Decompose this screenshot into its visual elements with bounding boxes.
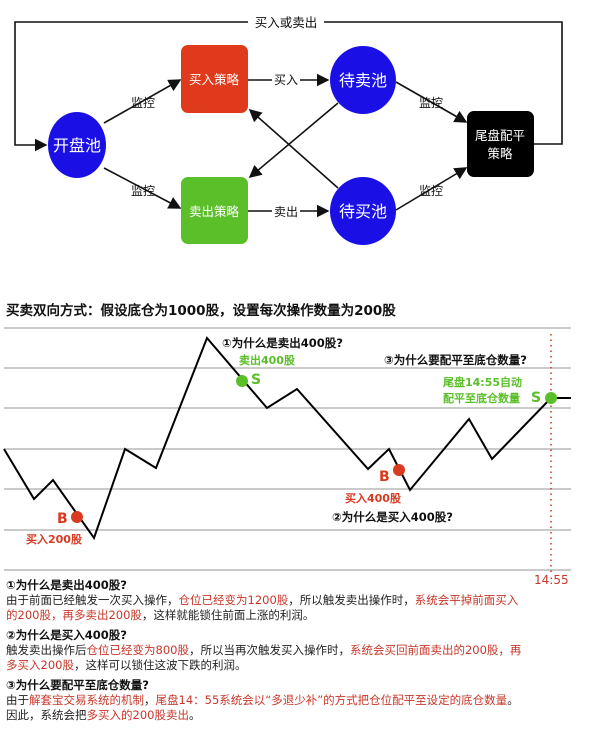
note-question: ③为什么要配平至底仓数量? (6, 678, 149, 692)
buy-strategy-node (181, 45, 248, 113)
buy-point (393, 464, 405, 476)
note-question: ①为什么是卖出400股? (6, 578, 127, 592)
note-text: 。 (188, 708, 201, 722)
note-text: 由于前面已经触发一次买入操作， (6, 593, 179, 607)
sell-strategy-label: 卖出策略 (189, 204, 240, 219)
to-sell-pool-node (330, 46, 396, 114)
arrow-buypool-to-buystrategy (248, 108, 339, 189)
highlight-text: 系统会买回前面卖出的200股，再多买入200股 (6, 643, 522, 672)
note-text: 。因此，系统会把 (6, 693, 519, 722)
sell-point (236, 375, 248, 387)
arrow-buypool-to-close (395, 167, 468, 211)
buy-point (71, 511, 83, 523)
sell-edge-label: 卖出 (274, 205, 298, 219)
s-marker: S (531, 390, 541, 406)
loop-label: 买入或卖出 (255, 15, 318, 30)
buy-edge-label: 买入 (274, 73, 298, 87)
open-pool-label: 开盘池 (53, 136, 101, 155)
b-marker: B (379, 469, 390, 485)
sell-point (545, 392, 557, 404)
note-text: 由于 (6, 693, 29, 707)
price-line (3, 336, 571, 541)
to-buy-pool-node (330, 177, 396, 245)
highlight-text: 多买入的200股卖出 (86, 708, 189, 722)
sell-strategy-node (181, 177, 248, 244)
monitor-label: 监控 (419, 96, 443, 110)
close-strategy-node (467, 111, 534, 177)
note-text: ，所以触发卖出操作时， (288, 593, 415, 607)
s-marker: S (251, 372, 261, 388)
highlight-text: 尾盘14：55系统会以“多退少补”的方式把仓位配平至设定的底仓数量 (155, 693, 508, 707)
buy400-label: 买入400股 (345, 492, 402, 505)
q3-label: ③为什么要配平至底仓数量? (384, 353, 527, 367)
arrow-sellpool-to-close (395, 81, 468, 123)
auto-close-label: 尾盘14:55自动 (442, 375, 522, 389)
highlight-text: 系统会平掉前面买入的200股，再多卖出200股 (6, 593, 519, 622)
highlight-text: 仓位已经变为800股 (86, 643, 189, 657)
buy200-label: 买入200股 (26, 533, 83, 546)
to-buy-pool-label: 待买池 (339, 202, 387, 221)
note-text: 触发卖出操作后 (6, 643, 87, 657)
to-sell-pool-label: 待卖池 (339, 71, 387, 90)
auto-close-label-2: 配平至底仓数量 (443, 391, 520, 405)
note-body: 由于前面已经触发一次买入操作，仓位已经变为1200股，所以触发卖出操作时，系统会… (6, 593, 526, 623)
highlight-text: 解套宝交易系统的机制 (29, 693, 144, 707)
explanation-notes: ①为什么是卖出400股?由于前面已经触发一次买入操作，仓位已经变为1200股，所… (6, 578, 526, 723)
monitor-label: 监控 (131, 184, 155, 198)
close-strategy-label-2: 策略 (487, 146, 513, 161)
open-pool-node (48, 112, 106, 178)
sell400-label: 卖出400股 (239, 353, 296, 367)
b-marker: B (57, 511, 68, 527)
arrow-sellpool-to-sellstrategy (248, 102, 339, 179)
q1-label: ①为什么是卖出400股? (222, 336, 343, 350)
time-label: 14:55 (534, 573, 569, 587)
monitor-label: 监控 (419, 184, 443, 198)
arrow-open-to-sell (103, 167, 182, 209)
note-text: ，这样就能锁住前面上涨的利润。 (141, 608, 315, 622)
price-chart: B 买入200股 ①为什么是卖出400股? 卖出400股 S B 买入400股 … (3, 327, 571, 587)
note-text: ，这样可以锁住这波下跌的利润。 (73, 658, 247, 672)
monitor-label: 监控 (131, 96, 155, 110)
note-question: ②为什么是买入400股? (6, 628, 127, 642)
q2-label: ②为什么是买入400股? (332, 510, 453, 524)
flow-diagram: 买入或卖出 开盘池 买入策略 卖出策略 待卖池 待买池 尾盘配平 策略 监控 监… (14, 14, 563, 245)
highlight-text: 仓位已经变为1200股 (178, 593, 289, 607)
chart-title: 买卖双向方式：假设底仓为1000股，设置每次操作数量为200股 (6, 303, 396, 319)
close-strategy-label: 尾盘配平 (475, 128, 525, 143)
note-text: ，所以当再次触发买入操作时， (188, 643, 350, 657)
note-body: 触发卖出操作后仓位已经变为800股，所以当再次触发买入操作时，系统会买回前面卖出… (6, 643, 526, 673)
note-text: ， (144, 693, 156, 707)
arrow-open-to-buy (103, 79, 182, 124)
note-body: 由于解套宝交易系统的机制，尾盘14：55系统会以“多退少补”的方式把仓位配平至设… (6, 693, 526, 723)
buy-strategy-label: 买入策略 (189, 72, 240, 87)
